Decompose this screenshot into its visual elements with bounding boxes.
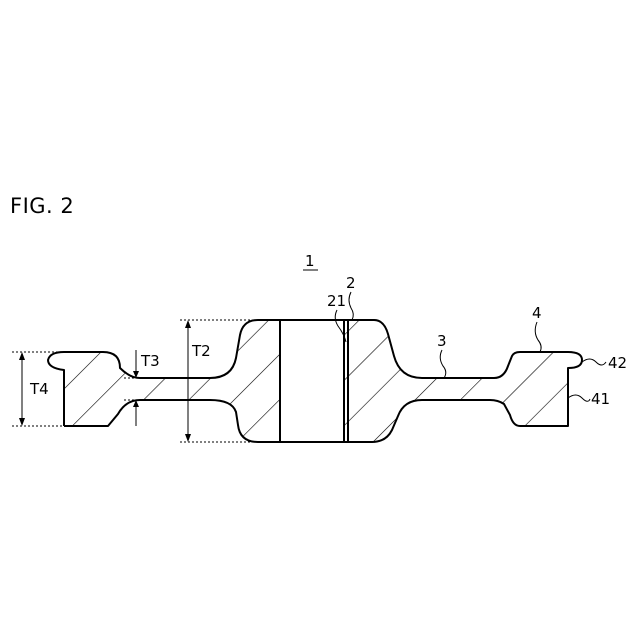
right-section-fill xyxy=(344,320,582,442)
t4-label: T4 xyxy=(29,380,49,398)
rim-label: 4 xyxy=(532,304,542,322)
hub-bore xyxy=(280,320,344,442)
right-section xyxy=(344,320,582,442)
left-section-fill xyxy=(64,320,280,442)
left-section xyxy=(48,320,280,442)
rim-side-leader xyxy=(568,395,590,401)
web-leader xyxy=(440,350,446,378)
t2-arrow-top xyxy=(185,320,191,328)
t3-label: T3 xyxy=(140,352,160,370)
t2-arrow-bottom xyxy=(185,434,191,442)
left-rim-lip xyxy=(48,352,64,426)
rim-side-label: 41 xyxy=(591,390,610,408)
hub-label: 2 xyxy=(346,274,356,292)
rim-leader xyxy=(535,322,541,352)
t4-arrow-top xyxy=(19,352,25,360)
rim-lip-label: 42 xyxy=(608,354,627,372)
web-label: 3 xyxy=(437,332,447,350)
bore-surface-label: 21 xyxy=(327,292,346,310)
t2-label: T2 xyxy=(191,342,211,360)
part-number-label: 1 xyxy=(305,252,315,270)
t4-arrow-bottom xyxy=(19,418,25,426)
rim-lip-leader xyxy=(582,359,606,365)
hub-leader xyxy=(349,292,353,320)
dimension-t4: T4 xyxy=(12,352,64,426)
